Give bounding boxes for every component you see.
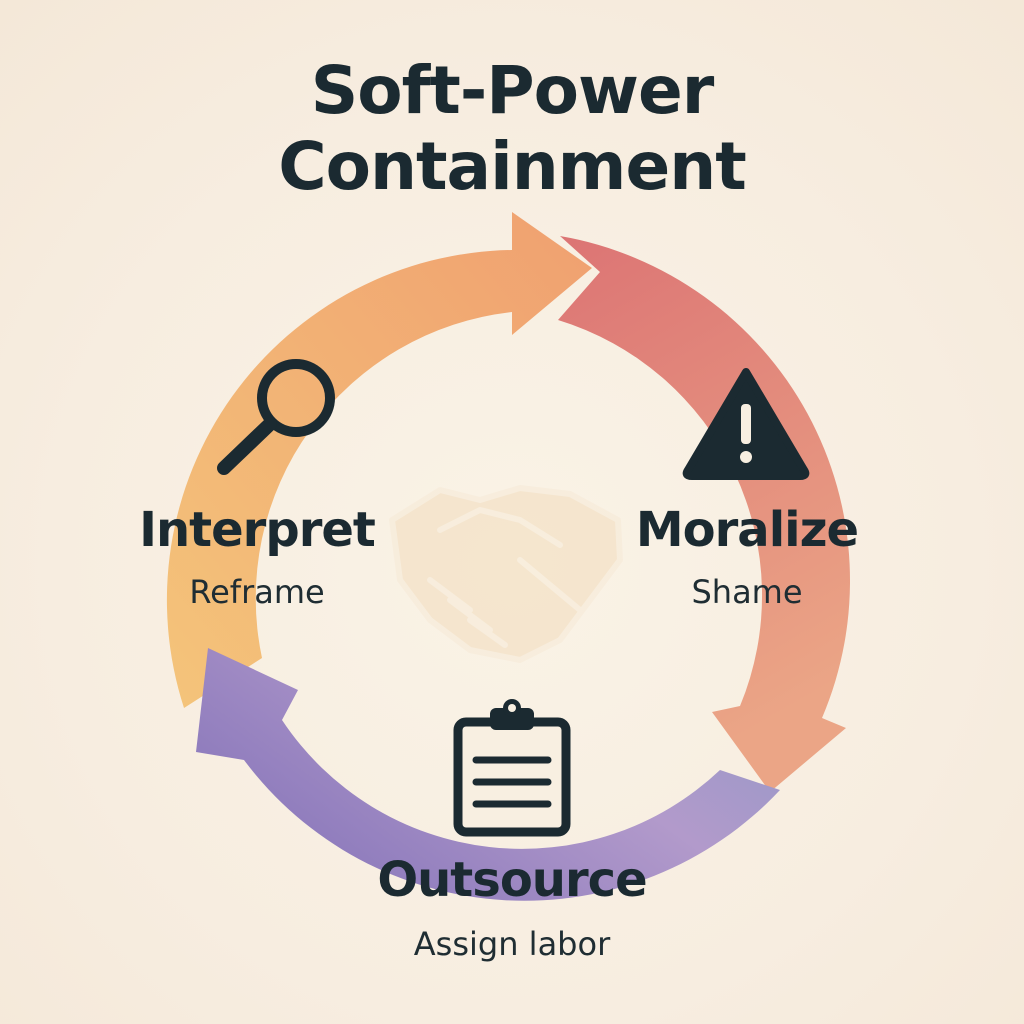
title-line-2: Containment	[278, 128, 747, 205]
clipboard-icon	[453, 699, 571, 837]
handshake-icon	[389, 485, 623, 663]
step-sublabel-outsource: Assign labor	[413, 925, 611, 963]
step-label-interpret: Interpret	[139, 502, 376, 558]
step-sublabel-moralize: Shame	[691, 573, 803, 611]
magnifying-glass-icon	[217, 359, 335, 475]
arrow-outsource-to-interpret	[196, 648, 780, 901]
arrow-moralize-to-outsource	[558, 236, 851, 792]
step-label-outsource: Outsource	[377, 852, 647, 908]
title-line-1: Soft-Power	[310, 52, 715, 129]
step-sublabel-interpret: Reframe	[189, 573, 325, 611]
step-label-moralize: Moralize	[635, 502, 859, 558]
warning-triangle-icon	[682, 368, 810, 480]
